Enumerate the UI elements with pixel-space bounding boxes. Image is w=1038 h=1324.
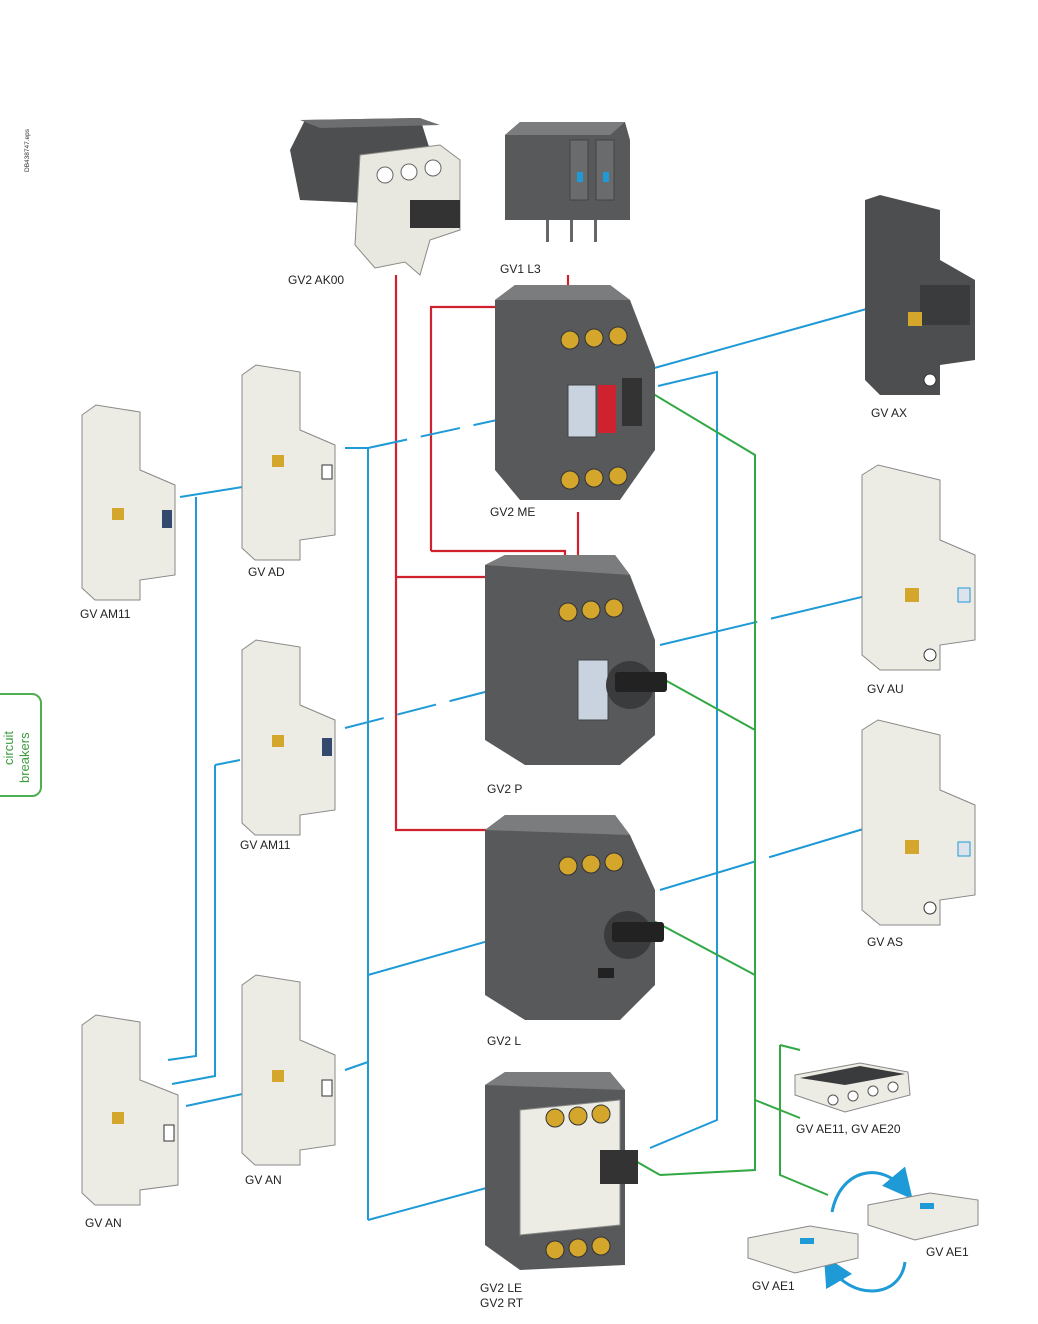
gv-as-device: [861, 719, 976, 926]
label-gv2-me: GV2 ME: [490, 505, 536, 519]
document-reference: DB438747.eps: [24, 128, 31, 172]
label-gv2-le: GV2 LE: [480, 1281, 523, 1295]
label-gv2-ak00: GV2 AK00: [288, 273, 345, 287]
label-gv-as: GV AS: [867, 935, 904, 949]
gv-ae11-device: [794, 1062, 911, 1113]
blue-connection-lines: [167, 307, 871, 1221]
gv1-l3-device: [505, 122, 630, 242]
gv-ae1-left-device: [747, 1225, 859, 1274]
label-gv-ae11-ae20: GV AE11, GV AE20: [796, 1122, 901, 1136]
label-gv2-p: GV2 P: [487, 782, 523, 796]
gv-ae1-right-device: [867, 1192, 979, 1241]
gv-am11-left-device: [81, 404, 176, 601]
gv2-me-device: [495, 285, 655, 500]
section-tab[interactable]: [0, 693, 42, 797]
label-gv-an-mid: GV AN: [245, 1173, 282, 1187]
label-gv-au: GV AU: [867, 682, 904, 696]
gv-au-device: [861, 464, 976, 671]
label-gv2-rt: GV2 RT: [480, 1296, 524, 1310]
gv2-ak00-device: [290, 118, 461, 276]
label-gv-am11-mid: GV AM11: [240, 838, 291, 852]
gv-an-mid-device: [241, 974, 336, 1166]
label-gv-ax: GV AX: [871, 406, 908, 420]
gv-am11-mid-device: [241, 639, 336, 836]
label-gv1-l3: GV1 L3: [500, 262, 541, 276]
label-gv-ad: GV AD: [248, 565, 285, 579]
gv2-l-device: [485, 815, 664, 1020]
gv-ax-device: [865, 195, 975, 395]
label-gv-an-left: GV AN: [85, 1216, 122, 1230]
label-gv-ae1-left: GV AE1: [752, 1279, 795, 1293]
rotation-arrows: [823, 1166, 913, 1293]
label-gv-ae1-right: GV AE1: [926, 1245, 969, 1259]
gv2-p-device: [485, 555, 667, 765]
label-gv-am11-left: GV AM11: [80, 607, 131, 621]
label-gv2-l: GV2 L: [487, 1034, 522, 1048]
section-tab-line1: circuit: [1, 731, 16, 765]
gv-ad-device: [241, 364, 336, 561]
gv-an-left-device: [81, 1014, 179, 1206]
gv2-le-device: [485, 1072, 638, 1270]
section-tab-line2: breakers: [17, 732, 32, 783]
